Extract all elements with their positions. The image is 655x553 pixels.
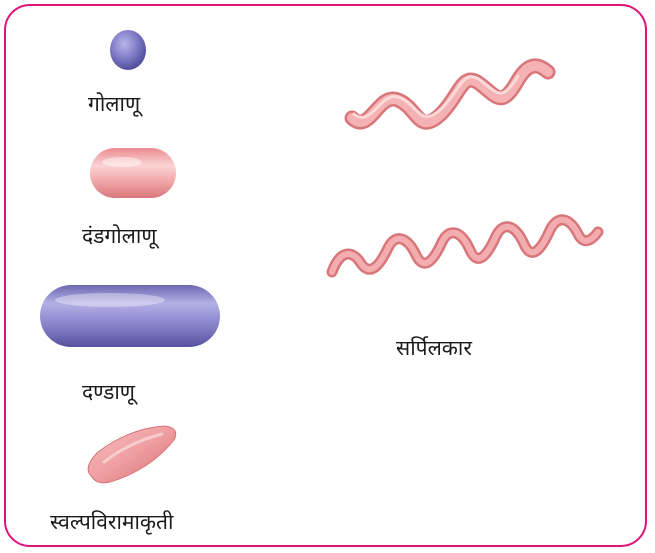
spirillum-shape-2: [332, 220, 598, 272]
bacillus-label: दण्डाणू: [82, 378, 135, 406]
coccobacillus-shape: [90, 148, 176, 198]
spirillum-shape-1: [352, 66, 548, 122]
coccus-shape: [110, 30, 146, 70]
spirillum-label: सर्पिलकार: [396, 334, 472, 362]
vibrio-shape: [88, 426, 176, 483]
bacillus-shape: [40, 285, 220, 347]
vibrio-label: स्वल्पविरामाकृती: [50, 508, 173, 536]
coccobacillus-label: दंडगोलाणू: [82, 222, 157, 250]
coccus-label: गोलाणू: [88, 90, 140, 118]
